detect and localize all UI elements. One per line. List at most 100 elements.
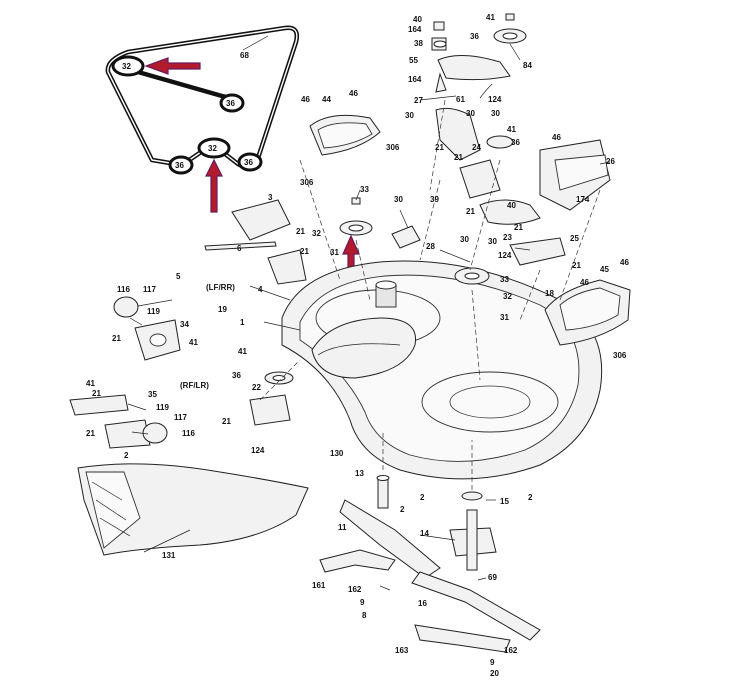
bracket-28 (391, 225, 421, 249)
part-label: 55 (409, 56, 418, 65)
pulley-36-deck-left (264, 371, 294, 385)
belt-cover-right (544, 279, 631, 346)
inset-label-lf-rr: (LF/RR) (206, 283, 235, 292)
blade-161 (319, 549, 396, 573)
part-label: 306 (300, 178, 314, 187)
part-label: 34 (180, 320, 189, 329)
part-label: 164 (408, 25, 422, 34)
arrow-up-icon (205, 158, 223, 213)
part-label: 46 (349, 89, 358, 98)
part-label: 21 (435, 143, 444, 152)
part-label: 32 (312, 229, 321, 238)
part-label: 14 (420, 529, 429, 538)
belt-cover-left (309, 114, 381, 156)
part-label: 116 (117, 285, 130, 294)
part-label: 3 (268, 193, 273, 202)
part-label: 35 (148, 390, 157, 399)
bracket-3 (231, 199, 291, 241)
part-label: 36 (511, 138, 520, 147)
part-label: 117 (143, 285, 156, 294)
part-label: 1 (240, 318, 245, 327)
rod-6 (204, 241, 277, 251)
part-label: 21 (86, 429, 95, 438)
part-label: 2 (420, 493, 425, 502)
part-label: 40 (413, 15, 422, 24)
part-label: 11 (338, 523, 347, 532)
discharge-chute (77, 463, 309, 556)
part-label: 162 (348, 585, 362, 594)
part-label: 21 (222, 417, 231, 426)
part-label: 36 (470, 32, 479, 41)
part-label: 6 (237, 244, 242, 253)
pulley-36-right: 36 (219, 93, 245, 113)
anti-scalp-wheel-rf-lr (69, 394, 168, 449)
part-label: 33 (500, 275, 509, 284)
part-label: 116 (182, 429, 195, 438)
part-label: 163 (395, 646, 409, 655)
part-label: 124 (488, 95, 502, 104)
part-label: 46 (580, 278, 589, 287)
part-label: 21 (514, 223, 523, 232)
part-label: 30 (488, 237, 497, 246)
part-label: 31 (500, 313, 509, 322)
part-label: 15 (500, 497, 509, 506)
part-label: 41 (86, 379, 95, 388)
pulley-36-bottom: 36 (237, 152, 263, 172)
part-label: 40 (507, 201, 516, 210)
part-label: 21 (300, 247, 309, 256)
deck-pulley-right (454, 267, 490, 285)
part-number-labels: 40 164 38 55 164 41 36 84 124 27 61 30 3… (86, 13, 629, 678)
part-label: 9 (360, 598, 365, 607)
part-label: 20 (490, 669, 499, 678)
svg-text:32: 32 (122, 62, 131, 71)
part-label: 306 (613, 351, 627, 360)
part-label: 23 (503, 233, 512, 242)
part-label: 9 (490, 658, 495, 667)
belt-routing-inset: 32 36 32 36 36 68 (105, 25, 300, 175)
part-label: 21 (466, 207, 475, 216)
part-label: 164 (408, 75, 422, 84)
part-label: 38 (414, 39, 423, 48)
deck-pulley-center (339, 197, 373, 236)
pulley-32-top: 32 (111, 55, 145, 77)
part-label: 124 (498, 251, 512, 260)
part-label: 21 (296, 227, 305, 236)
part-label: 21 (92, 389, 101, 398)
part-label: 131 (162, 551, 176, 560)
part-label: 25 (570, 234, 579, 243)
bracket-22 (249, 394, 291, 426)
part-label: 18 (545, 289, 554, 298)
part-label: 61 (456, 95, 465, 104)
svg-text:36: 36 (226, 99, 235, 108)
part-label: 46 (552, 133, 561, 142)
svg-text:32: 32 (208, 144, 217, 153)
blade-16 (411, 571, 541, 641)
part-label: 119 (156, 403, 169, 412)
part-label: 27 (414, 96, 423, 105)
part-label: 28 (426, 242, 435, 251)
part-label: 84 (523, 61, 532, 70)
leader-lines (127, 43, 611, 591)
part-label: 46 (620, 258, 629, 267)
part-label: 26 (606, 157, 615, 166)
part-label: 2 (400, 505, 405, 514)
assembly-alignment-lines (259, 99, 601, 490)
part-label: 2 (528, 493, 533, 502)
part-label: 21 (112, 334, 121, 343)
svg-text:36: 36 (175, 161, 184, 170)
part-label: 19 (218, 305, 227, 314)
part-label: 2 (124, 451, 129, 460)
part-label: 39 (430, 195, 439, 204)
inset-label-rf-lr: (RF/LR) (180, 381, 209, 390)
part-label: 4 (258, 285, 263, 294)
bracket-4 (267, 249, 307, 285)
part-label: 44 (322, 95, 331, 104)
part-label: 130 (330, 449, 344, 458)
part-label: 30 (460, 235, 469, 244)
pulley-36-left: 36 (168, 155, 194, 175)
part-label: 5 (176, 272, 181, 281)
part-label: 119 (147, 307, 160, 316)
part-label: 41 (486, 13, 495, 22)
anti-scalp-wheel-lf-rr (113, 296, 181, 361)
